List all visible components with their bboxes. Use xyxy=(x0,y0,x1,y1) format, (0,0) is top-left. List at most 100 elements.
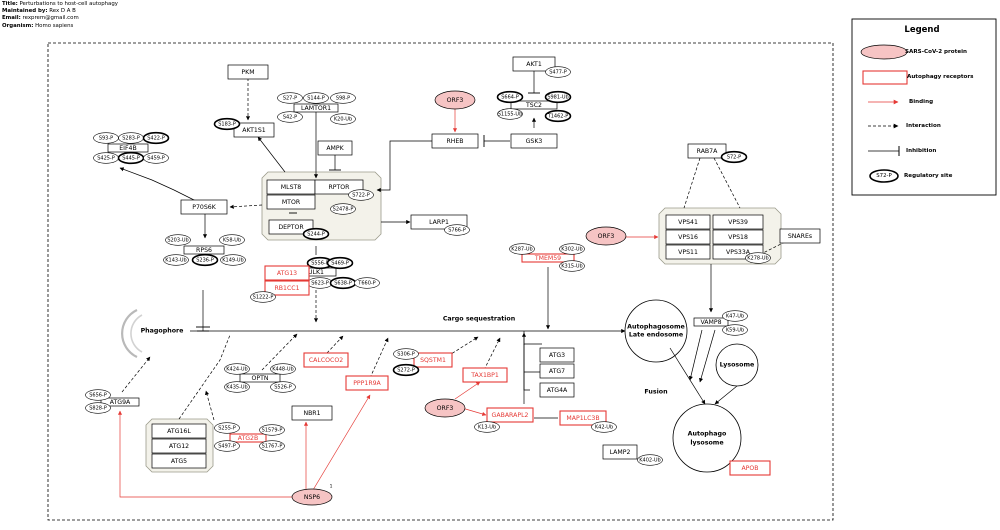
protein-label: MLST8 xyxy=(281,184,301,191)
viral-orf3_a[interactable]: ORF3 xyxy=(434,90,476,110)
protein-nbr1[interactable]: NBR1 xyxy=(291,405,333,421)
protein-label: TSC2 xyxy=(525,102,542,109)
protein-lamp2[interactable]: LAMP2 xyxy=(602,444,638,460)
site-label: S445-P xyxy=(122,155,140,161)
protein-rptor[interactable]: RPTOR xyxy=(314,179,364,195)
protein-label: EIF4B xyxy=(119,145,136,152)
protein-gsk3[interactable]: GSK3 xyxy=(510,133,558,149)
receptor-apob[interactable]: APOB xyxy=(729,460,771,476)
legend-receptor-swatch xyxy=(862,70,908,85)
protein-pkm[interactable]: PKM xyxy=(227,64,269,80)
site-k315-ub: K315-Ub xyxy=(559,260,585,272)
protein-mtor[interactable]: MTOR xyxy=(266,194,316,210)
meta-key: Email: xyxy=(2,15,21,22)
protein-label: ATG7 xyxy=(549,368,565,375)
receptor-label: CALCOCO2 xyxy=(309,357,343,364)
protein-tsc2[interactable]: TSC2 xyxy=(510,100,558,110)
site-label: S283-P xyxy=(122,135,140,141)
receptor-box xyxy=(521,253,575,263)
site-ellipse xyxy=(330,92,356,104)
protein-box xyxy=(266,194,316,210)
site-ellipse xyxy=(220,254,246,266)
site-ellipse xyxy=(259,424,285,436)
protein-vps39[interactable]: VPS39 xyxy=(712,214,764,230)
receptor-atg13[interactable]: ATG13 xyxy=(264,265,310,281)
protein-atg16l[interactable]: ATG16L xyxy=(151,423,207,439)
meta-value: Homo sapiens xyxy=(33,22,74,29)
edge xyxy=(257,136,286,173)
protein-box xyxy=(293,103,339,113)
site-k435-ub: K435-Ub xyxy=(224,381,250,393)
protein-mlst8[interactable]: MLST8 xyxy=(266,179,316,195)
protein-atg7[interactable]: ATG7 xyxy=(539,363,575,379)
protein-vps16[interactable]: VPS16 xyxy=(665,229,711,245)
site-label: S828-P xyxy=(89,405,107,411)
site-k20-ub: K20-Ub xyxy=(330,113,356,125)
site-k402-ub: K402-Ub xyxy=(637,454,663,466)
receptor-label: GABARAPL2 xyxy=(492,412,529,419)
protein-vps41[interactable]: VPS41 xyxy=(665,214,711,230)
receptor-atg2b[interactable]: ATG2B xyxy=(229,433,267,443)
receptor-label: RB1CC1 xyxy=(274,285,299,292)
legend-site-swatch xyxy=(869,169,899,183)
protein-vps18[interactable]: VPS18 xyxy=(712,229,764,245)
protein-rps6[interactable]: RPS6 xyxy=(183,245,225,255)
protein-atg9a[interactable]: ATG9A xyxy=(100,397,140,407)
protein-atg3[interactable]: ATG3 xyxy=(539,347,575,363)
site-label: S766-P xyxy=(448,227,466,233)
edge xyxy=(261,333,298,371)
protein-akt1s1[interactable]: AKT1S1 xyxy=(233,122,275,138)
protein-deptor[interactable]: DEPTOR xyxy=(268,219,314,235)
site-ellipse xyxy=(270,363,296,375)
site-label: S656-P xyxy=(89,392,107,398)
protein-vps11[interactable]: VPS11 xyxy=(665,244,711,260)
protein-akt1[interactable]: AKT1 xyxy=(512,56,556,72)
protein-rab7a[interactable]: RAB7A xyxy=(687,143,727,159)
site-label: K20-Ub xyxy=(334,116,352,122)
protein-optn[interactable]: OPTN xyxy=(239,373,281,383)
protein-lamtor1[interactable]: LAMTOR1 xyxy=(293,103,339,113)
protein-eif4b[interactable]: EIF4B xyxy=(107,143,149,153)
receptor-rb1cc1[interactable]: RB1CC1 xyxy=(264,280,310,296)
protein-vamp8[interactable]: VAMP8 xyxy=(693,317,729,327)
protein-p70s6k[interactable]: P70S6K xyxy=(180,199,228,215)
receptor-box xyxy=(462,367,508,383)
protein-label: ATG4A xyxy=(547,387,568,394)
lysosome-label: Lysosome xyxy=(720,362,755,369)
edge xyxy=(119,167,197,202)
protein-ampk[interactable]: AMPK xyxy=(317,140,353,156)
cell-boundary xyxy=(47,42,834,521)
edge xyxy=(447,336,479,357)
site-label: S981-Ub xyxy=(547,94,568,100)
meta-value: Rex D A B xyxy=(47,8,76,15)
site-label: S1222-P xyxy=(253,294,274,300)
protein-atg12[interactable]: ATG12 xyxy=(151,438,207,454)
receptor-sqstm1[interactable]: SQSTM1 xyxy=(413,352,453,368)
protein-box xyxy=(431,133,479,149)
receptor-map1lc3b[interactable]: MAP1LC3B xyxy=(559,410,607,426)
site-k278-ub: K278-Ub xyxy=(745,252,771,264)
viral-nsp6[interactable]: NSP6 xyxy=(291,488,333,506)
site-label: K42-Ub xyxy=(595,424,613,430)
site-s1579-p: S1579-P xyxy=(259,424,285,436)
protein-rheb[interactable]: RHEB xyxy=(431,133,479,149)
protein-atg5[interactable]: ATG5 xyxy=(151,453,207,469)
protein-snares[interactable]: SNAREs xyxy=(779,228,821,244)
site-ellipse xyxy=(326,256,354,270)
receptor-tmem59[interactable]: TMEM59 xyxy=(521,253,575,263)
viral-orf3_c[interactable]: ORF3 xyxy=(424,398,466,418)
edge xyxy=(454,381,481,400)
receptor-tax1bp1[interactable]: TAX1BP1 xyxy=(462,367,508,383)
protein-box xyxy=(151,423,207,439)
viral-orf3_b[interactable]: ORF3 xyxy=(585,226,627,246)
receptor-gabarapl2[interactable]: GABARAPL2 xyxy=(486,407,534,423)
protein-atg4a[interactable]: ATG4A xyxy=(539,382,575,398)
site-ellipse xyxy=(213,117,241,131)
receptor-ppp1r9a[interactable]: PPP1R9A xyxy=(345,375,389,391)
protein-box xyxy=(510,100,558,110)
receptor-calcoco2[interactable]: CALCOCO2 xyxy=(303,352,349,368)
site-ellipse xyxy=(720,150,748,164)
site-s1767-p: S1767-P xyxy=(259,440,285,452)
meta-line: Title: Perturbations to host-cell autoph… xyxy=(2,1,118,8)
site-t1462-p: T1462-P xyxy=(544,109,572,123)
